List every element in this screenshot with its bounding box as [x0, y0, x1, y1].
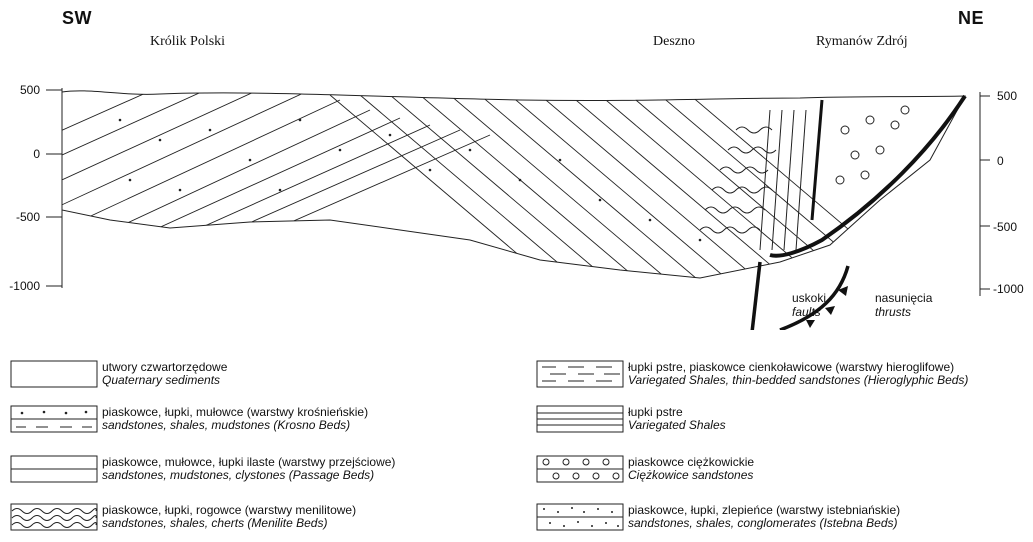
thrusts-label: nasunięcia thrusts — [875, 291, 932, 319]
faults-label: uskoki faults — [792, 291, 826, 319]
passage-swatch — [10, 455, 98, 483]
legend-item-menilite: piaskowce, łupki, rogowce (warstwy menil… — [10, 503, 490, 531]
legend-item-istebna: piaskowce, łupki, zlepieńce (warstwy ist… — [536, 503, 1026, 531]
right-depth-axis — [980, 92, 990, 296]
quaternary-swatch — [10, 360, 98, 388]
ciezkowice-sandstones — [836, 106, 909, 184]
left-depth-axis — [46, 88, 62, 288]
krosno-beds-west — [40, 60, 490, 262]
istebna-swatch — [536, 503, 624, 531]
legend-item-krosno: piaskowce, łupki, mułowce (warstwy krośn… — [10, 405, 490, 433]
passage-beds-center — [330, 95, 920, 290]
krosno-swatch — [10, 405, 98, 433]
fault-line — [812, 100, 822, 220]
hieroglyphic-swatch — [536, 360, 624, 388]
legend-item-hieroglyphic: łupki pstre, piaskowce cienkoławicowe (w… — [536, 360, 1026, 388]
variegated-swatch — [536, 405, 624, 433]
geological-cross-section — [0, 0, 1033, 330]
legend-item-passage: piaskowce, mułowce, łupki ilaste (warstw… — [10, 455, 490, 483]
section-outline — [62, 91, 965, 278]
ciezkowice-swatch — [536, 455, 624, 483]
faults-symbol — [750, 262, 760, 330]
thrust-line — [770, 96, 965, 256]
hieroglyphic-beds — [760, 110, 806, 250]
menilite-swatch — [10, 503, 98, 531]
